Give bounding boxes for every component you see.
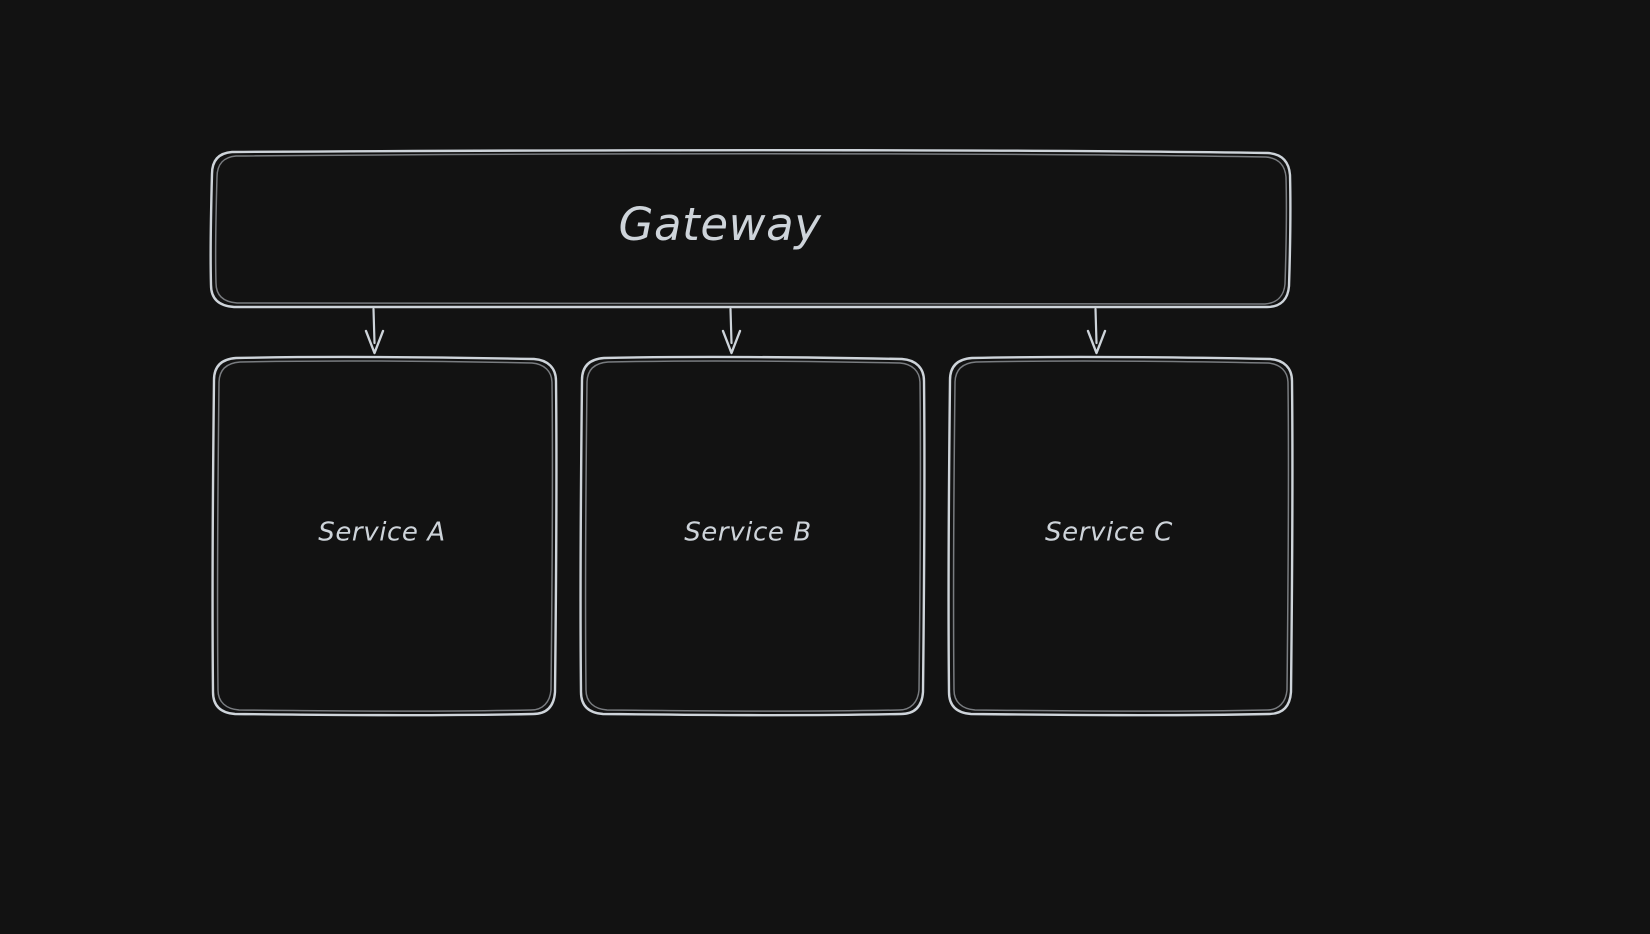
gateway-box-outline-secondary	[214, 153, 1288, 306]
arrow-shaft	[1094, 307, 1098, 345]
edge-gateway-service-a[interactable]	[364, 307, 385, 355]
arrow-head-icon	[364, 329, 385, 355]
edge-gateway-service-c[interactable]	[1086, 307, 1107, 355]
service-b-label: Service B	[684, 518, 812, 548]
service-c-label: Service C	[1045, 518, 1173, 548]
node-gateway[interactable]: Gateway	[209, 148, 1292, 310]
service-a-box-outline-secondary	[216, 360, 554, 712]
service-a-label: Service A	[318, 518, 446, 548]
node-service-b[interactable]: Service B	[579, 355, 926, 717]
arrow-head-icon	[1086, 329, 1107, 355]
gateway-label: Gateway	[619, 198, 823, 251]
node-service-a[interactable]: Service A	[211, 355, 558, 717]
arrow-shaft	[729, 307, 733, 345]
service-a-box-outline	[211, 355, 558, 717]
service-c-box-outline-secondary	[952, 360, 1290, 712]
service-c-box-outline	[947, 355, 1294, 717]
node-service-c[interactable]: Service C	[947, 355, 1294, 717]
service-b-box-outline	[579, 355, 926, 717]
arrow-shaft	[372, 307, 376, 345]
service-b-box-outline-secondary	[584, 360, 922, 712]
arrow-head-icon	[721, 329, 742, 355]
edge-gateway-service-b[interactable]	[721, 307, 742, 355]
gateway-box-outline	[209, 148, 1292, 310]
